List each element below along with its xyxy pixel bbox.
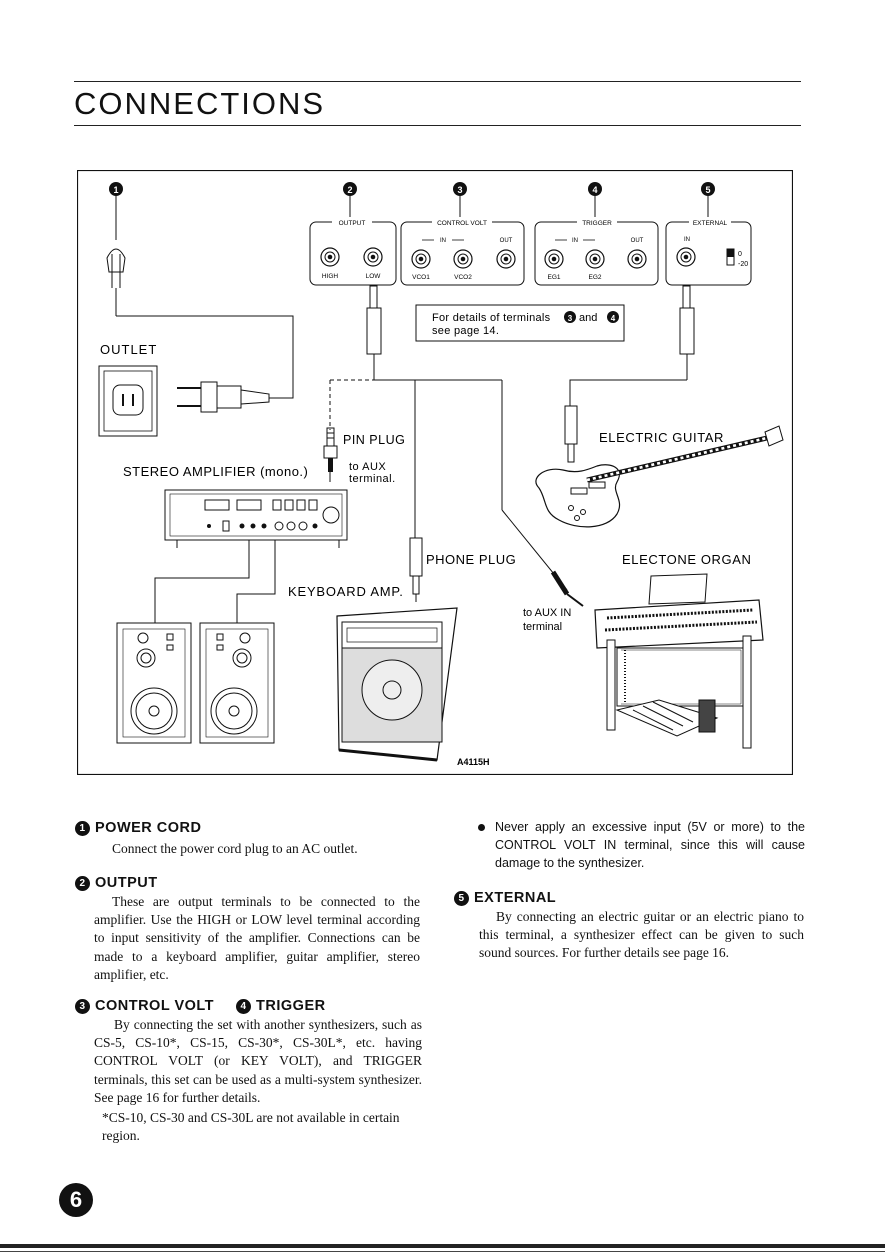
keyboard-amp xyxy=(336,607,458,762)
power-cord-body: Connect the power cord plug to an AC out… xyxy=(112,841,358,856)
pin-plug-label: PIN PLUG xyxy=(343,433,405,447)
svg-text:IN: IN xyxy=(440,238,446,244)
control-trigger-section: 3 CONTROL VOLT 4 TRIGGER By connecting t… xyxy=(75,998,422,1145)
electric-guitar xyxy=(535,425,784,528)
svg-text:HIGH: HIGH xyxy=(322,273,339,280)
svg-text:see page 14.: see page 14. xyxy=(432,325,499,337)
electone-organ-label: ELECTONE ORGAN xyxy=(622,552,752,567)
output-terminals: OUTPUT HIGH LOW xyxy=(309,217,397,286)
svg-text:0: 0 xyxy=(738,251,742,258)
svg-text:EG2: EG2 xyxy=(588,274,601,281)
control-volt-title: CONTROL VOLT xyxy=(95,998,215,1014)
external-body: By connecting an electric guitar or an e… xyxy=(479,909,804,961)
svg-text:LOW: LOW xyxy=(366,273,382,280)
external-title: EXTERNAL xyxy=(474,890,557,906)
svg-text:-20: -20 xyxy=(738,261,748,268)
page-number-badge: 6 xyxy=(59,1183,93,1217)
section-number-badge: 3 xyxy=(75,998,90,1014)
svg-text:3: 3 xyxy=(568,314,573,323)
external-section: 5 EXTERNAL By connecting an electric gui… xyxy=(454,890,804,963)
terminal-note-box: For details of terminals 3 and 4 see pag… xyxy=(415,304,625,342)
svg-text:4: 4 xyxy=(611,314,616,323)
trigger-title: TRIGGER xyxy=(256,998,326,1014)
right-speaker xyxy=(199,622,275,744)
callout-4: 4 xyxy=(588,182,602,218)
to-aux-in-terminal-label: terminal xyxy=(523,621,562,633)
section-number-badge: 2 xyxy=(75,875,90,891)
left-speaker xyxy=(116,622,192,744)
outlet-socket xyxy=(98,365,158,437)
figure-code: A4115H xyxy=(457,757,490,767)
svg-text:For details of terminals: For details of terminals xyxy=(432,312,551,324)
bullet-icon xyxy=(478,824,485,831)
svg-text:1: 1 xyxy=(113,185,118,195)
svg-text:VCO1: VCO1 xyxy=(412,274,430,281)
keyboard-amp-label: KEYBOARD AMP. xyxy=(288,584,404,599)
callout-5: 5 xyxy=(701,182,715,218)
svg-text:VCO2: VCO2 xyxy=(454,274,472,281)
control-trigger-heading: 3 CONTROL VOLT 4 TRIGGER xyxy=(75,998,422,1014)
output-section: 2 OUTPUT These are output terminals to b… xyxy=(75,875,420,984)
power-cord-heading: 1 POWER CORD xyxy=(75,820,420,836)
phone-plug xyxy=(409,537,423,602)
external-heading: 5 EXTERNAL xyxy=(454,890,804,906)
control-trigger-body: By connecting the set with another synth… xyxy=(94,1017,422,1105)
power-cord-title: POWER CORD xyxy=(95,820,202,836)
power-plug xyxy=(177,381,270,413)
bottom-rule xyxy=(0,1244,885,1248)
output-body: These are output terminals to be connect… xyxy=(94,894,420,982)
bottom-rule-thin xyxy=(0,1251,885,1252)
top-rule xyxy=(74,81,801,82)
power-cord-section: 1 POWER CORD Connect the power cord plug… xyxy=(75,820,420,858)
callout-3: 3 xyxy=(453,182,467,218)
external-terminal: EXTERNAL IN 0 -20 xyxy=(665,217,752,286)
svg-text:4: 4 xyxy=(592,185,597,195)
svg-text:EG1: EG1 xyxy=(547,274,560,281)
control-trigger-footnote: *CS-10, CS-30 and CS-30L are not availab… xyxy=(102,1110,400,1144)
svg-text:IN: IN xyxy=(572,238,578,244)
section-number-badge: 1 xyxy=(75,820,90,836)
section-number-badge: 5 xyxy=(454,890,469,906)
external-cable xyxy=(564,285,695,463)
callout-2: 2 xyxy=(343,182,357,218)
output-title: OUTPUT xyxy=(95,875,158,891)
control-volt-terminals: CONTROL VOLT IN OUT VCO1 VCO2 xyxy=(400,217,525,286)
svg-text:TRIGGER: TRIGGER xyxy=(582,220,612,227)
svg-text:and: and xyxy=(579,312,597,324)
phone-plug-label: PHONE PLUG xyxy=(426,552,516,567)
svg-text:EXTERNAL: EXTERNAL xyxy=(693,220,728,227)
svg-text:3: 3 xyxy=(457,185,462,195)
svg-text:5: 5 xyxy=(705,185,710,195)
to-aux-label: to AUX xyxy=(349,461,386,473)
warning-section: Never apply an excessive input (5V or mo… xyxy=(478,818,805,872)
outlet-label: OUTLET xyxy=(100,342,157,357)
title-underline xyxy=(74,125,801,126)
svg-text:IN: IN xyxy=(684,237,690,243)
page-title: CONNECTIONS xyxy=(74,86,326,121)
aux-in-plug xyxy=(550,570,584,607)
section-number-badge: 4 xyxy=(236,998,252,1014)
electric-guitar-label: ELECTRIC GUITAR xyxy=(599,430,724,445)
to-aux-in-label: to AUX IN xyxy=(523,607,571,619)
electone-organ xyxy=(594,573,764,749)
to-aux-terminal-label: terminal. xyxy=(349,473,396,485)
svg-text:OUT: OUT xyxy=(631,238,644,244)
stereo-amplifier xyxy=(154,489,348,625)
trigger-terminals: TRIGGER IN OUT EG1 EG2 xyxy=(534,217,659,286)
pin-plug xyxy=(323,427,338,482)
power-cord-grommet xyxy=(106,248,294,399)
svg-text:OUT: OUT xyxy=(500,238,513,244)
svg-text:CONTROL VOLT: CONTROL VOLT xyxy=(437,220,487,227)
output-heading: 2 OUTPUT xyxy=(75,875,420,891)
connections-diagram: 1 2 3 4 5 OUTPUT HIGH LOW CONTROL VOLT I… xyxy=(77,170,793,775)
svg-text:OUTPUT: OUTPUT xyxy=(339,220,366,227)
warning-text: Never apply an excessive input (5V or mo… xyxy=(495,820,805,870)
callout-1: 1 xyxy=(109,182,123,240)
stereo-amp-label: STEREO AMPLIFIER (mono.) xyxy=(123,464,308,479)
svg-text:2: 2 xyxy=(347,185,352,195)
